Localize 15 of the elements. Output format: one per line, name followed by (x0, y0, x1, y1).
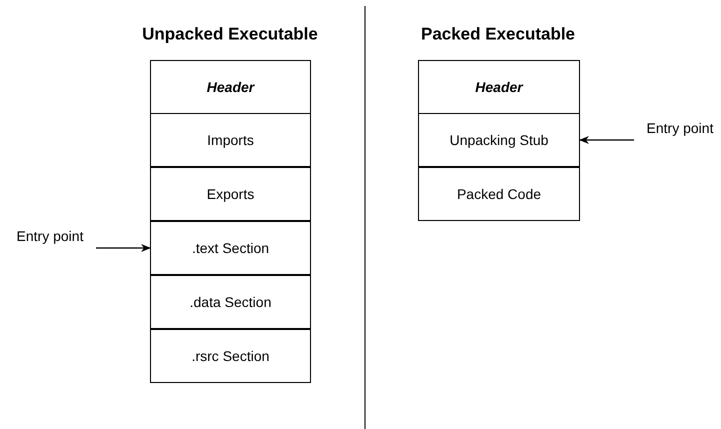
section-box: Header (418, 60, 580, 114)
column-heading: Unpacked Executable (142, 23, 318, 46)
section-box: .text Section (150, 221, 311, 275)
section-box: .data Section (150, 275, 311, 329)
column-heading: Packed Executable (420, 23, 576, 46)
section-box: Packed Code (418, 167, 580, 221)
section-box: Imports (150, 113, 311, 167)
arrow (579, 136, 634, 144)
entry-point-label: Entry point (638, 118, 721, 138)
section-box: Exports (150, 167, 311, 221)
entry-point-label: Entry point (8, 226, 92, 246)
section-box: Unpacking Stub (418, 113, 580, 167)
section-box: Header (150, 60, 311, 114)
section-box: .rsrc Section (150, 329, 311, 383)
arrow (96, 244, 151, 252)
